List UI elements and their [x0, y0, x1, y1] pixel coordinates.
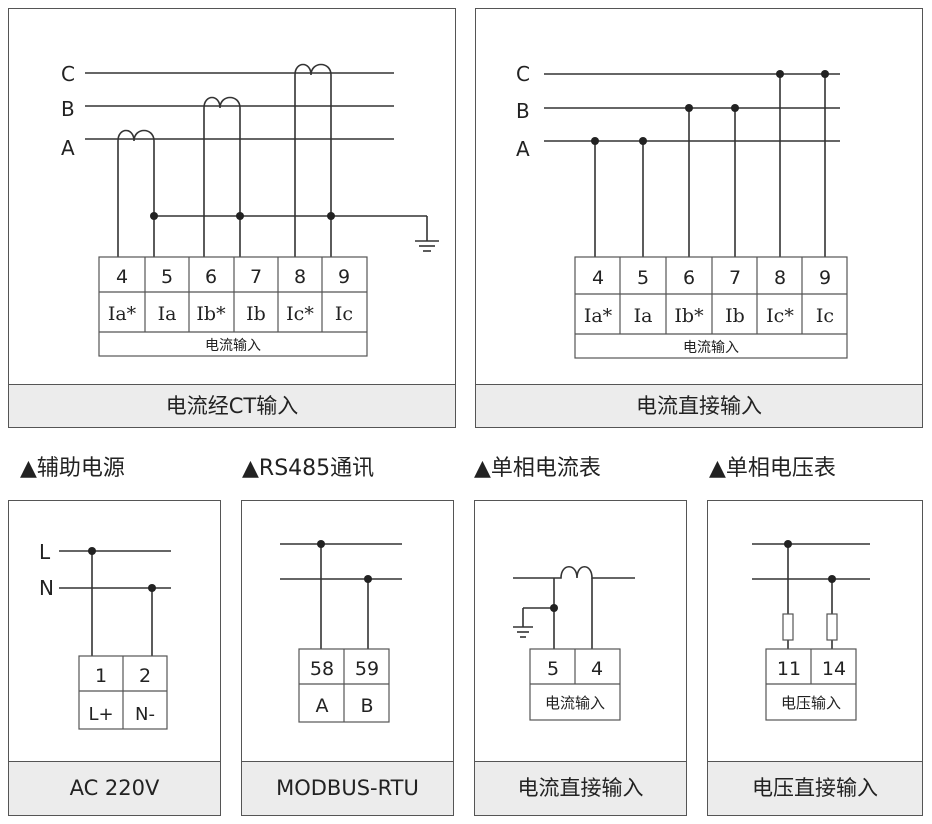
phase-label-b: B: [61, 97, 75, 121]
terminal-number: 6: [683, 267, 695, 289]
panel-caption: MODBUS-RTU: [242, 761, 453, 815]
line-label-l: L: [39, 540, 51, 564]
terminal-number: 6: [205, 266, 217, 288]
terminal-number: 4: [591, 658, 603, 680]
phase-label-b: B: [516, 99, 530, 123]
junction-dot: [828, 575, 836, 583]
aux-power-panel: L N 1 2 L+ N- AC 220V: [8, 500, 221, 816]
junction-dot: [639, 137, 647, 145]
terminal-number: 4: [592, 267, 604, 289]
terminal-number: 1: [95, 665, 107, 687]
terminal-number: 4: [116, 266, 128, 288]
terminal-number: 14: [822, 658, 846, 680]
terminal-label: B: [360, 695, 373, 717]
single-current-wiring-diagram: 5 4 电流输入: [513, 565, 635, 721]
terminal-block-caption: 电流输入: [205, 338, 261, 354]
single-voltage-panel: 11 14 电压输入 电压直接输入: [707, 500, 923, 816]
terminal-label: Ib: [725, 305, 745, 327]
terminal-label: Ia*: [584, 305, 613, 327]
junction-dot: [591, 137, 599, 145]
fuse-icon: [782, 613, 794, 641]
terminal-number: 2: [139, 665, 151, 687]
terminal-label: Ic*: [766, 305, 794, 327]
section-title-single-current: ▲单相电流表: [474, 456, 601, 481]
terminal-label: Ia: [158, 303, 177, 325]
phase-label-a: A: [516, 137, 530, 161]
terminal-label: Ic*: [286, 303, 314, 325]
ct-coil-c: [294, 63, 332, 257]
fuse-icon: [826, 613, 838, 641]
direct-input-panel: C B A 4 5 6 7 8 9 Ia* Ia Ib*: [475, 8, 923, 428]
ct-wiring-diagram: C B A 4 5 6 7 8 9: [61, 62, 439, 357]
terminal-number: 8: [294, 266, 306, 288]
panel-caption: AC 220V: [9, 761, 220, 815]
terminal-number: 7: [729, 267, 741, 289]
rs485-panel: 58 59 A B MODBUS-RTU: [241, 500, 454, 816]
ct-coil-b: [203, 96, 241, 257]
line-label-n: N: [39, 576, 54, 600]
terminal-number: 58: [310, 658, 334, 680]
terminal-number: 8: [774, 267, 786, 289]
ground-icon: [513, 626, 533, 638]
junction-dot: [317, 540, 325, 548]
junction-dot: [731, 104, 739, 112]
panel-caption: 电流经CT输入: [9, 384, 455, 427]
junction-dot: [150, 212, 158, 220]
phase-line-with-ct-icon: [513, 565, 635, 579]
ground-icon: [415, 240, 439, 252]
junction-dot: [776, 70, 784, 78]
terminal-block-caption: 电流输入: [683, 340, 739, 356]
single-voltage-wiring-diagram: 11 14 电压输入: [752, 540, 870, 721]
section-title-aux-power: ▲辅助电源: [20, 456, 125, 481]
junction-dot: [550, 604, 558, 612]
junction-dot: [364, 575, 372, 583]
phase-label-c: C: [61, 62, 75, 86]
terminal-label: Ic: [335, 303, 353, 325]
terminal-label: Ic: [816, 305, 834, 327]
terminal-number: 59: [355, 658, 379, 680]
panel-caption: 电压直接输入: [708, 761, 922, 815]
terminal-label: Ia*: [108, 303, 137, 325]
terminal-number: 9: [338, 266, 350, 288]
terminal-number: 11: [777, 658, 801, 680]
junction-dot: [821, 70, 829, 78]
terminal-label: Ib*: [674, 305, 704, 327]
terminal-number: 5: [161, 266, 173, 288]
terminal-number: 5: [637, 267, 649, 289]
terminal-label: A: [316, 695, 329, 717]
junction-dot: [88, 547, 96, 555]
direct-wiring-diagram: C B A 4 5 6 7 8 9 Ia* Ia Ib*: [516, 62, 848, 359]
terminal-block-caption: 电压输入: [781, 694, 841, 712]
terminal-number: 7: [250, 266, 262, 288]
panel-caption: 电流直接输入: [476, 384, 922, 427]
phase-label-c: C: [516, 62, 530, 86]
rs485-wiring-diagram: 58 59 A B: [280, 540, 402, 723]
junction-dot: [236, 212, 244, 220]
terminal-number: 9: [819, 267, 831, 289]
section-title-rs485: ▲RS485通讯: [242, 456, 375, 481]
ct-input-panel: C B A 4 5 6 7 8 9: [8, 8, 456, 428]
junction-dot: [148, 584, 156, 592]
single-current-panel: 5 4 电流输入 电流直接输入: [474, 500, 687, 816]
ct-coil-a: [117, 129, 155, 257]
terminal-label: Ia: [634, 305, 653, 327]
terminal-label: Ib*: [196, 303, 226, 325]
junction-dot: [784, 540, 792, 548]
panel-caption: 电流直接输入: [475, 761, 686, 815]
terminal-block-caption: 电流输入: [545, 694, 605, 712]
phase-label-a: A: [61, 136, 75, 160]
terminal-label: L+: [88, 704, 113, 725]
section-title-single-voltage: ▲单相电压表: [709, 456, 836, 481]
terminal-label: Ib: [246, 303, 266, 325]
terminal-number: 5: [547, 658, 559, 680]
terminal-label: N-: [135, 704, 155, 725]
aux-power-wiring-diagram: L N 1 2 L+ N-: [39, 540, 171, 730]
junction-dot: [327, 212, 335, 220]
junction-dot: [685, 104, 693, 112]
